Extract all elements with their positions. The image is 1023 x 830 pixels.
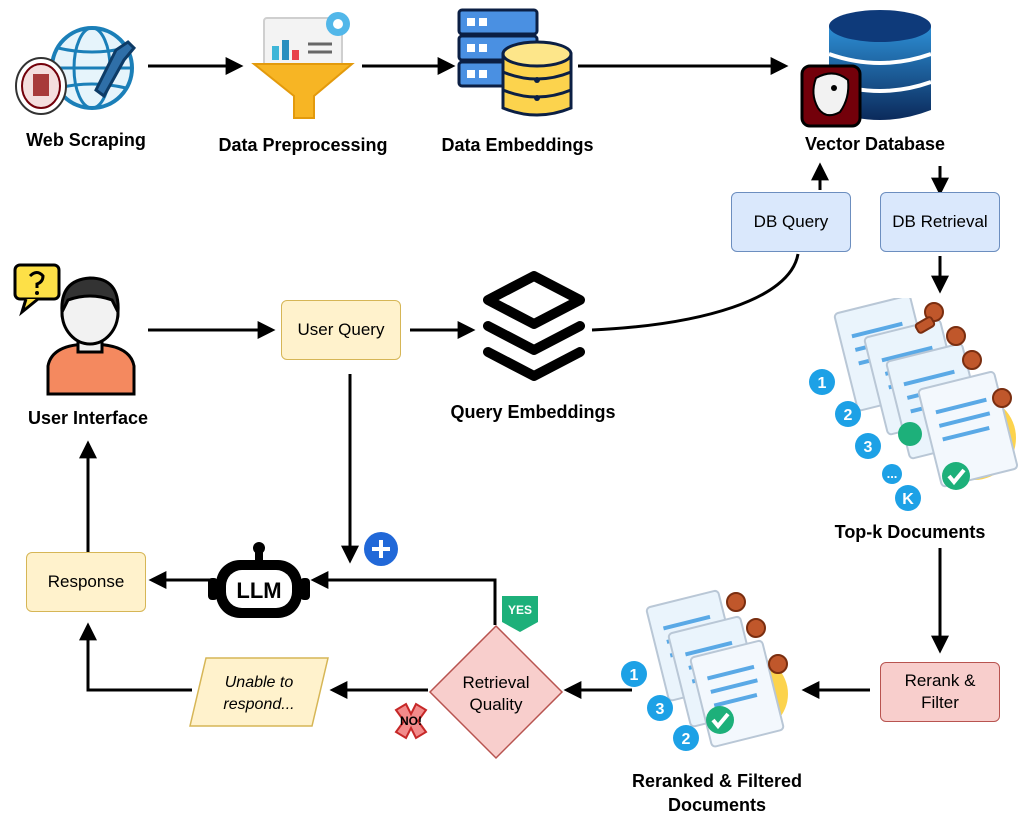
data-preprocessing-label: Data Preprocessing xyxy=(218,135,388,155)
seal-icon xyxy=(15,57,67,115)
reranked-documents-icon xyxy=(645,589,788,748)
arrow-quality-llm xyxy=(310,571,497,625)
llm-text: LLM xyxy=(236,578,281,603)
unable-line-2: respond... xyxy=(223,696,294,713)
user-query-box: User Query xyxy=(281,300,401,360)
reranked-rank-badges: 1 3 2 xyxy=(621,661,699,751)
rerank-filter-line-2: Filter xyxy=(921,693,959,712)
yes-badge-text: YES xyxy=(508,603,532,617)
robot-llm-icon: LLM xyxy=(208,542,310,618)
top-k-rank-badges: 1 2 3 ... K xyxy=(809,369,921,511)
no-badge: NO! xyxy=(394,702,428,740)
top-k-documents-label: Top-k Documents xyxy=(834,522,986,542)
top-k-badge-1: 1 xyxy=(818,375,827,392)
plus-icon xyxy=(364,532,398,566)
vector-database-label: Vector Database xyxy=(804,134,946,154)
funnel-chart-icon xyxy=(251,12,355,119)
retrieval-quality-line-1: Retrieval xyxy=(462,673,529,692)
server-database-icon xyxy=(457,8,573,117)
query-embeddings-label: Query Embeddings xyxy=(450,402,616,422)
curve-embed-dbquery xyxy=(591,253,800,332)
reranked-label-line-2: Documents xyxy=(667,795,766,815)
gamecock-logo xyxy=(800,64,862,128)
top-k-badge-k: K xyxy=(902,491,914,508)
retrieval-quality-line-2: Quality xyxy=(470,695,523,714)
arrow-unable-response xyxy=(79,622,192,692)
db-retrieval-box: DB Retrieval xyxy=(880,192,1000,252)
top-k-badge-2: 2 xyxy=(844,407,853,424)
reranked-badge-3: 2 xyxy=(682,731,691,748)
retrieval-quality-diamond: Retrieval Quality xyxy=(428,624,564,760)
response-box: Response xyxy=(26,552,146,612)
web-scraping-label: Web Scraping xyxy=(26,130,146,150)
reranked-badge-1: 1 xyxy=(630,667,639,684)
user-interface-label: User Interface xyxy=(27,408,149,428)
top-k-badge-ellipsis: ... xyxy=(887,466,898,481)
rerank-filter-line-1: Rerank & xyxy=(904,671,976,690)
db-query-box: DB Query xyxy=(731,192,851,252)
no-badge-text: NO! xyxy=(400,714,422,728)
rerank-filter-box: Rerank & Filter xyxy=(880,662,1000,722)
unable-to-respond-shape: Unable to respond... xyxy=(189,657,329,727)
reranked-label-line-1: Reranked & Filtered xyxy=(631,771,803,791)
reranked-badge-2: 3 xyxy=(656,701,665,718)
top-k-badge-3: 3 xyxy=(864,439,873,456)
yes-badge: YES xyxy=(502,596,538,632)
layers-icon xyxy=(483,271,585,381)
data-embeddings-label: Data Embeddings xyxy=(441,135,594,155)
user-question-icon xyxy=(13,263,136,396)
documents-stack-icon xyxy=(833,298,1019,490)
unable-line-1: Unable to xyxy=(225,674,294,691)
